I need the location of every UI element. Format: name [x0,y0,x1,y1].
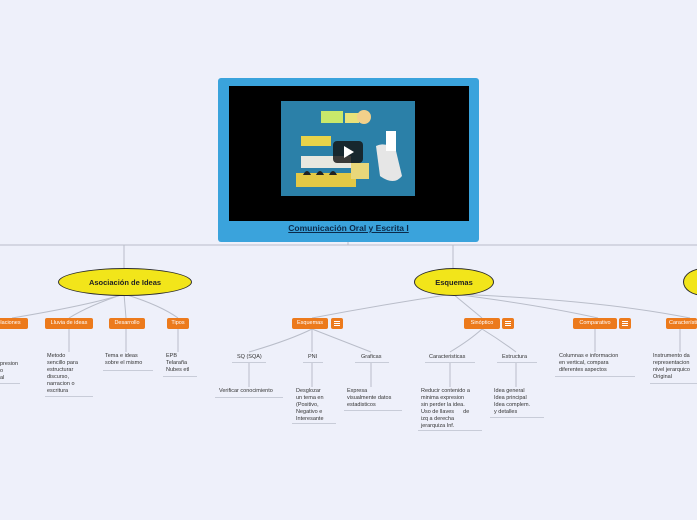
text-line: Idea general [494,388,525,394]
divider [103,370,153,371]
lluvia-description: Metodo sencillo para estructurar discurs… [47,353,78,395]
text-line: Negativo e [296,409,323,415]
estructura-description: Idea general Idea principal Idea complem… [494,388,530,416]
text-line: Telaraña [166,360,188,366]
divider [355,362,389,363]
video-illustration [296,110,402,187]
text-line: sin perder la idea. [421,402,465,408]
text-line: un tema en [296,395,324,401]
divider [215,397,283,398]
divider [425,362,475,363]
text-line: en vertical, compara [559,360,609,366]
caracteristicas-description: Reducir contenido a minima expresion sin… [421,388,470,430]
text-line: Uso de llaves de [421,409,470,415]
text-line: Expresa [347,388,368,394]
text-line: estructurar [47,367,74,373]
estructura-label[interactable]: Estructura [502,354,528,360]
text-line: visualmente datos [347,395,392,401]
subnode-tipos[interactable]: Tipos [167,318,189,329]
divider [0,383,20,384]
text-line: escritura [47,388,69,394]
video-thumbnail [281,101,415,196]
text-line: estadisticos [347,402,376,408]
text-line: nivel jerarquico [653,367,690,373]
text-line: Desglozar [296,388,321,394]
central-title[interactable]: Comunicación Oral y Escrita I [288,223,409,233]
instrumento-description: Instrumento da representacion nivel jera… [653,353,690,381]
play-icon[interactable] [333,141,363,163]
text-line: Reducir contenido a [421,388,470,394]
branch-asociacion[interactable]: Asociación de Ideas [58,268,192,296]
divider [344,410,402,411]
text-line: presion [0,361,19,367]
text-line: minima expresion [421,395,465,401]
text-line: y detalles [494,409,518,415]
text-line: al [0,375,5,381]
branch-esquemas[interactable]: Esquemas [414,268,494,296]
text-line: discurso, [47,374,70,380]
graficas-label[interactable]: Graficas [361,354,382,360]
subnode-comparativo[interactable]: Comparativo [573,318,617,329]
divider [555,376,635,377]
relaciones-description: presion o al [0,361,18,382]
subnode-desarrollo[interactable]: Desarrollo [109,318,145,329]
divider [418,430,482,431]
text-line: Columnas e informacion [559,353,619,359]
text-line: Original [653,374,672,380]
text-line: Idea complem. [494,402,531,408]
subnode-lluvia[interactable]: Lluvia de ideas [45,318,93,329]
subnode-esquemas[interactable]: Esquemas [292,318,328,329]
text-line: Interesante [296,416,324,422]
text-line: narracion o [47,381,75,387]
pni-label[interactable]: PNI [308,354,318,360]
text-line: izq a derecha [421,416,455,422]
text-line: sencillo para [47,360,78,366]
text-line: Metodo [47,353,66,359]
text-line: diferentes aspectos [559,367,607,373]
desarrollo-description: Tema e ideas sobre el mismo [105,353,142,367]
divider [497,362,537,363]
subnode-sinoptico[interactable]: Sinóptico [464,318,500,329]
text-line: Tema e ideas [105,353,138,359]
divider [45,396,93,397]
text-line: representacion [653,360,690,366]
subnode-relaciones[interactable]: Relaciones [0,318,28,329]
sq-label[interactable]: SQ (SQA) [237,354,262,360]
divider [163,376,197,377]
text-line: sobre el mismo [105,360,143,366]
sq-description: Verificar conocimiento [219,388,273,394]
subnode-caracteristicas-right[interactable]: Característica [666,318,697,329]
text-line: (Positivo, [296,402,319,408]
text-line: jerarquiza Inf. [421,423,455,429]
graficas-description: Expresa visualmente datos estadisticos [347,388,391,409]
text-line: Instrumento da [653,353,690,359]
comparativo-description: Columnas e informacion en vertical, comp… [559,353,618,374]
divider [292,423,336,424]
divider [303,362,323,363]
note-icon[interactable] [502,318,514,329]
note-icon[interactable] [331,318,343,329]
divider [490,417,544,418]
text-line: Nubes etl [166,367,190,373]
pni-description: Desglozar un tema en (Positivo, Negativo… [296,388,324,423]
note-icon[interactable] [619,318,631,329]
caracteristicas-label[interactable]: Caracteristicas [429,354,466,360]
central-topic[interactable]: Comunicación Oral y Escrita I [218,78,479,242]
divider [650,383,697,384]
text-line: o [0,368,4,374]
text-line: EPB [166,353,178,359]
text-line: Idea principal [494,395,527,401]
divider [232,362,266,363]
video-embed[interactable] [229,86,469,221]
tipos-description: EPB Telaraña Nubes etl [166,353,189,374]
